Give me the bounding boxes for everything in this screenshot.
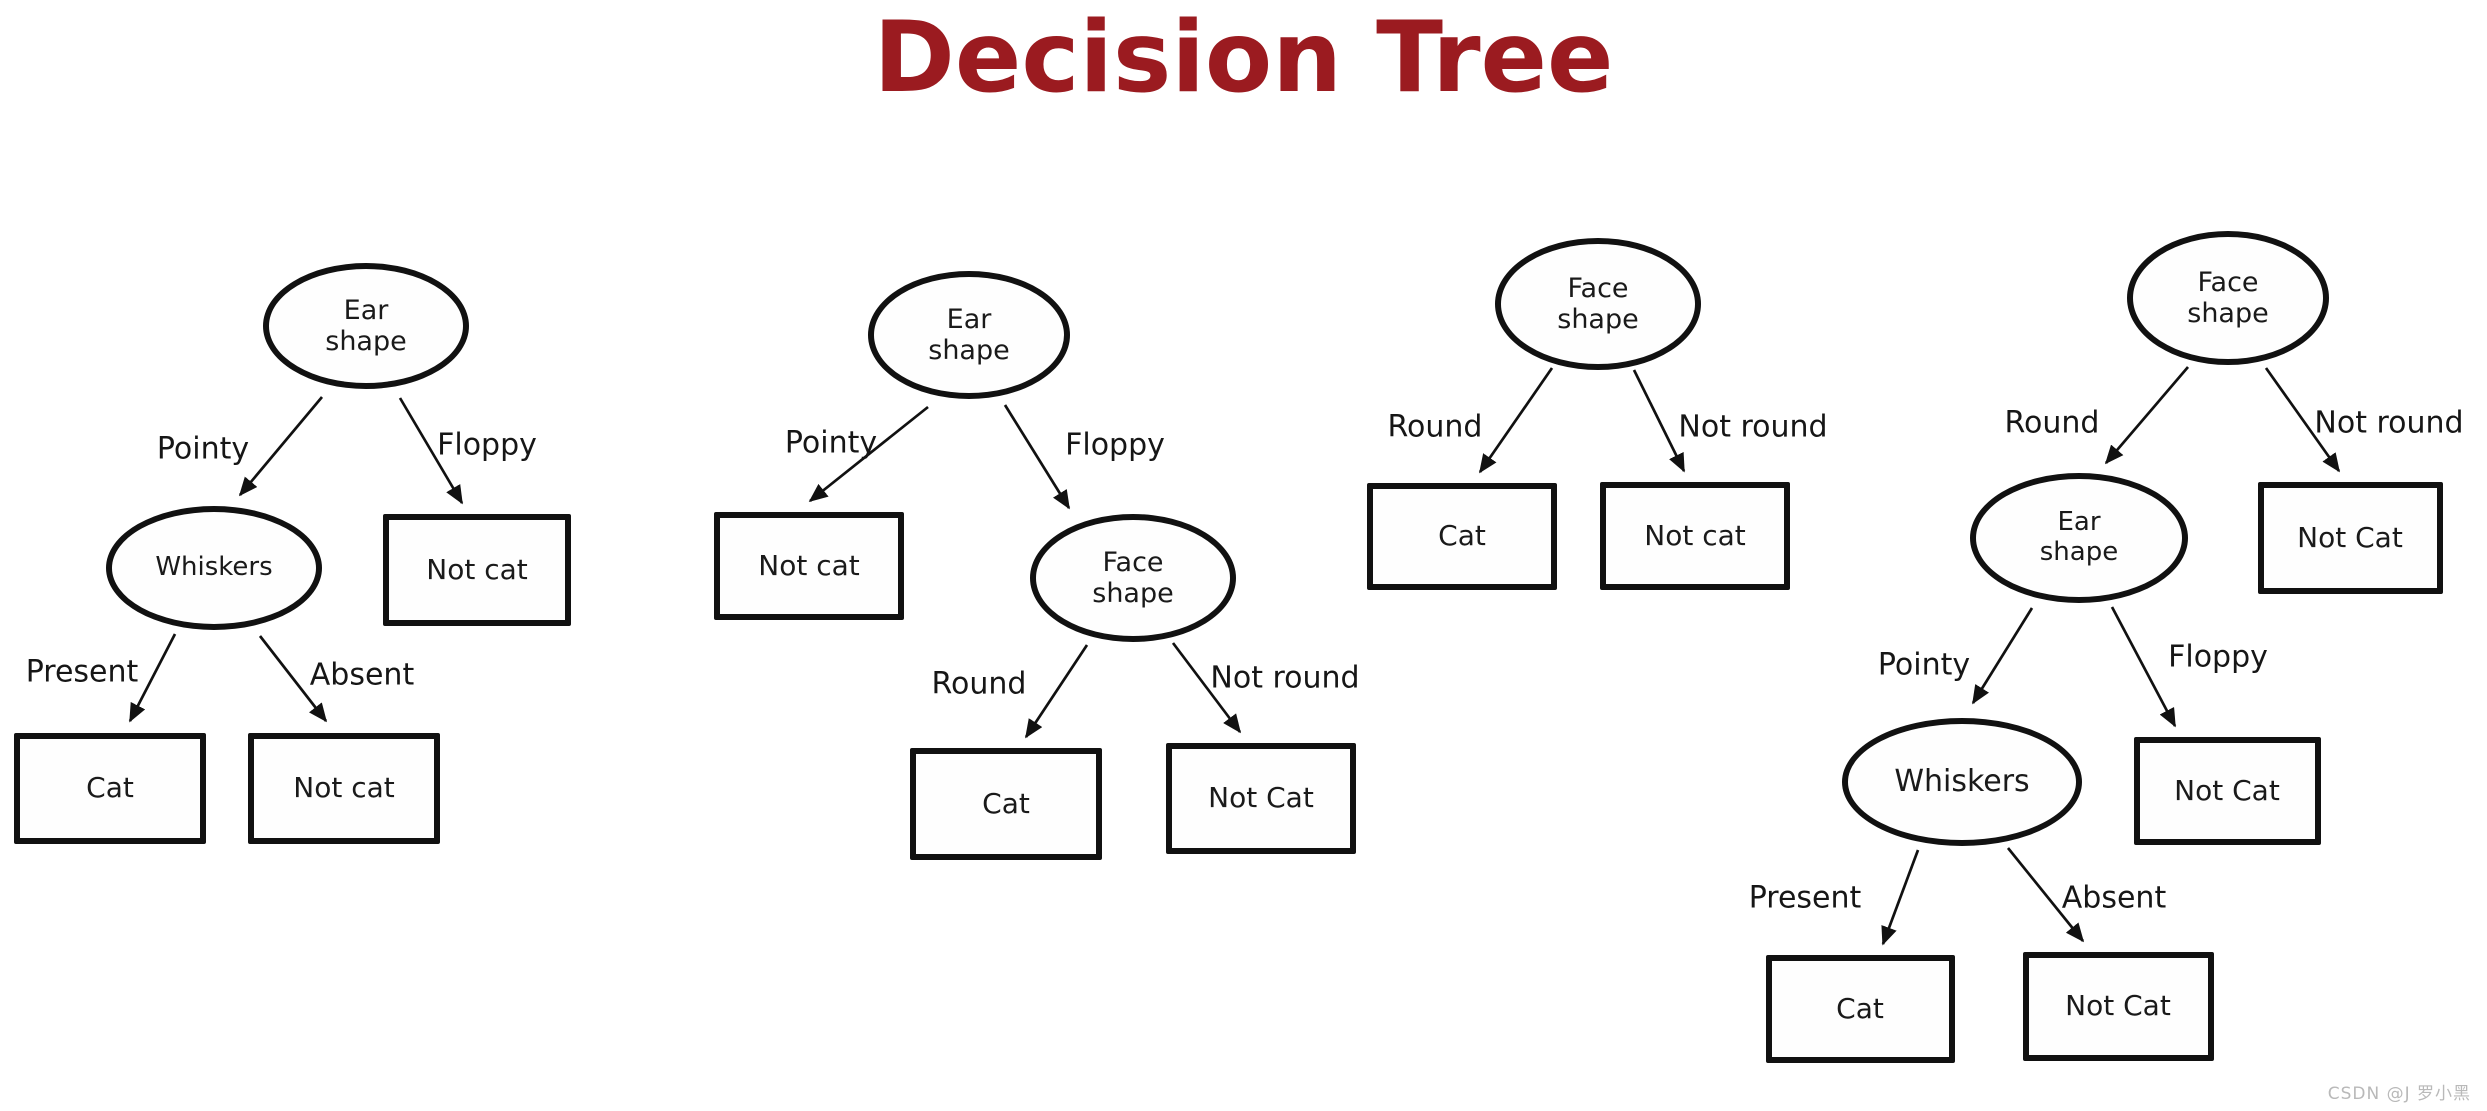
tree-2-edge-label-pointy: Pointy [784, 425, 878, 461]
node-label-line: Not Cat [2065, 988, 2171, 1022]
node-label-line: shape [325, 326, 407, 357]
node-label-line: Not Cat [1208, 780, 1314, 814]
tree-2-leaf-node-not-cat: Not cat [714, 512, 904, 620]
tree-3-leaf-node-not-cat: Not cat [1600, 482, 1790, 590]
tree-4-leaf-node-not-cat: Not Cat [2257, 482, 2443, 594]
node-label-line: Not Cat [2174, 773, 2280, 807]
tree-1-edge-label-pointy: Pointy [156, 431, 250, 467]
tree-4-leaf-node-not-cat: Not Cat [2022, 951, 2214, 1061]
tree-4-edge-label-absent: Absent [2061, 880, 2167, 916]
node-label-line: shape [2187, 298, 2269, 329]
tree-2-leaf-node-not-cat: Not Cat [1166, 742, 1356, 854]
node-label-line: Cat [1836, 991, 1884, 1025]
node-label-line: Whiskers [1894, 763, 2030, 799]
tree-1-edge-pointy [238, 396, 324, 497]
node-label-line: Face [1567, 272, 1629, 304]
tree-2-leaf-node-cat: Cat [910, 748, 1102, 860]
tree-3-edge-not-round [1632, 369, 1686, 473]
node-label-line: Cat [982, 786, 1030, 820]
node-label-line: shape [1092, 578, 1174, 609]
tree-1-edge-floppy [398, 397, 464, 505]
tree-1-edge-label-absent: Absent [309, 657, 415, 693]
node-label-line: Whiskers [155, 552, 273, 583]
tree-4-edge-label-floppy: Floppy [2168, 639, 2268, 675]
node-label-line: Ear [946, 303, 992, 335]
node-label-line: shape [928, 335, 1010, 366]
tree-1-edge-label-floppy: Floppy [437, 427, 537, 463]
tree-4-edge-present [1881, 849, 1920, 946]
tree-1-edge-label-present: Present [25, 654, 139, 690]
node-label-line: shape [1557, 304, 1639, 335]
tree-2-edge-not-round [1171, 642, 1242, 734]
tree-2-edge-floppy [1003, 404, 1071, 510]
tree-2-edge-label-round: Round [931, 666, 1027, 702]
tree-4-decision-node-whiskers: Whiskers [1842, 718, 2082, 846]
node-label-line: Not cat [426, 552, 528, 586]
tree-4-edge-label-pointy: Pointy [1877, 647, 1971, 683]
node-label-line: Ear [2057, 507, 2101, 538]
page-title: Decision Tree [873, 1, 1614, 115]
tree-1-leaf-node-not-cat: Not cat [383, 514, 571, 626]
tree-2-edge-label-not-round: Not round [1210, 660, 1360, 696]
node-label-line: Ear [343, 294, 389, 326]
node-label-line: Not cat [758, 548, 860, 582]
node-label-line: Not cat [293, 770, 395, 804]
tree-2-edge-round [1024, 644, 1089, 739]
tree-1-edge-present [128, 633, 177, 723]
node-label-line: Not Cat [2297, 520, 2403, 554]
node-label-line: Face [1102, 546, 1164, 578]
tree-4-edge-floppy [2110, 606, 2177, 728]
tree-4-leaf-node-cat: Cat [1765, 955, 1955, 1063]
node-label-line: Cat [1438, 518, 1486, 552]
tree-4-edge-not-round [2264, 367, 2341, 473]
tree-3-edge-round [1478, 367, 1554, 474]
tree-1-decision-node-whiskers: Whiskers [106, 506, 322, 630]
watermark: CSDN @J 罗小黑 [2327, 1084, 2471, 1104]
tree-3-leaf-node-cat: Cat [1367, 482, 1557, 590]
tree-4-leaf-node-not-cat: Not Cat [2133, 737, 2321, 845]
tree-1-edge-absent [258, 635, 328, 723]
tree-4-edge-absent [2006, 847, 2085, 943]
tree-2-edge-label-floppy: Floppy [1065, 427, 1165, 463]
tree-4-edge-label-present: Present [1748, 880, 1862, 916]
node-label-line: Not cat [1644, 518, 1746, 552]
tree-2-edge-pointy [808, 405, 929, 503]
node-label-line: shape [2039, 537, 2119, 567]
tree-4-edge-label-round: Round [2004, 405, 2100, 441]
tree-3-edge-label-not-round: Not round [1678, 409, 1828, 445]
tree-3-edge-label-round: Round [1387, 409, 1483, 445]
tree-4-edge-label-not-round: Not round [2314, 405, 2464, 441]
tree-1-leaf-node-cat: Cat [14, 732, 206, 844]
tree-4-edge-round [2104, 366, 2190, 465]
node-label-line: Cat [86, 770, 134, 804]
tree-1-leaf-node-not-cat: Not cat [248, 732, 440, 844]
tree-4-edge-pointy [1971, 607, 2034, 705]
node-label-line: Face [2197, 266, 2259, 298]
